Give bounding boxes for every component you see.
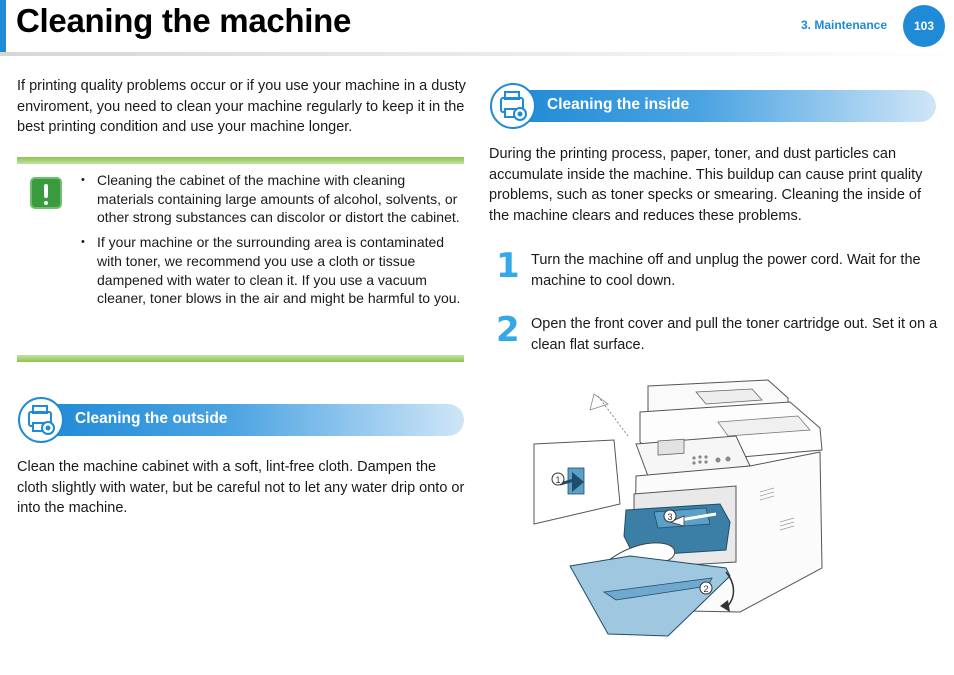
section-header-inside: Cleaning the inside	[489, 83, 936, 129]
callout-label: 3	[667, 512, 672, 522]
page-title: Cleaning the machine	[16, 2, 352, 39]
printer-cleaning-icon	[18, 397, 64, 443]
callout-label: 1	[555, 475, 560, 485]
step-number: 2	[496, 310, 520, 350]
step-text: Open the front cover and pull the toner …	[531, 316, 938, 353]
chapter-label[interactable]: 3. Maintenance	[801, 18, 888, 32]
note-bottom-bar	[17, 355, 464, 362]
header-divider	[0, 52, 954, 56]
callout-label: 2	[703, 584, 708, 594]
note-list: Cleaning the cabinet of the machine with…	[81, 171, 463, 314]
section-header-outside: Cleaning the outside	[17, 397, 464, 443]
note-item: If your machine or the surrounding area …	[81, 233, 463, 308]
note-item: Cleaning the cabinet of the machine with…	[81, 171, 463, 227]
page-number-badge: 103	[903, 5, 945, 47]
header-accent-bar	[0, 0, 6, 52]
step-text: Turn the machine off and unplug the powe…	[531, 252, 921, 289]
printer-cleaning-icon	[490, 83, 536, 129]
note-top-bar	[17, 157, 464, 164]
section-title-outside: Cleaning the outside	[75, 410, 228, 427]
caution-note: Cleaning the cabinet of the machine with…	[17, 157, 464, 362]
outside-paragraph: Clean the machine cabinet with a soft, l…	[17, 459, 465, 516]
printer-illustration: 1 2 3	[533, 379, 823, 637]
intro-paragraph: If printing quality problems occur or if…	[17, 78, 466, 135]
inside-paragraph: During the printing process, paper, tone…	[489, 146, 923, 224]
exclamation-icon	[30, 177, 62, 209]
section-title-inside: Cleaning the inside	[547, 96, 690, 113]
step-number: 1	[496, 246, 520, 286]
